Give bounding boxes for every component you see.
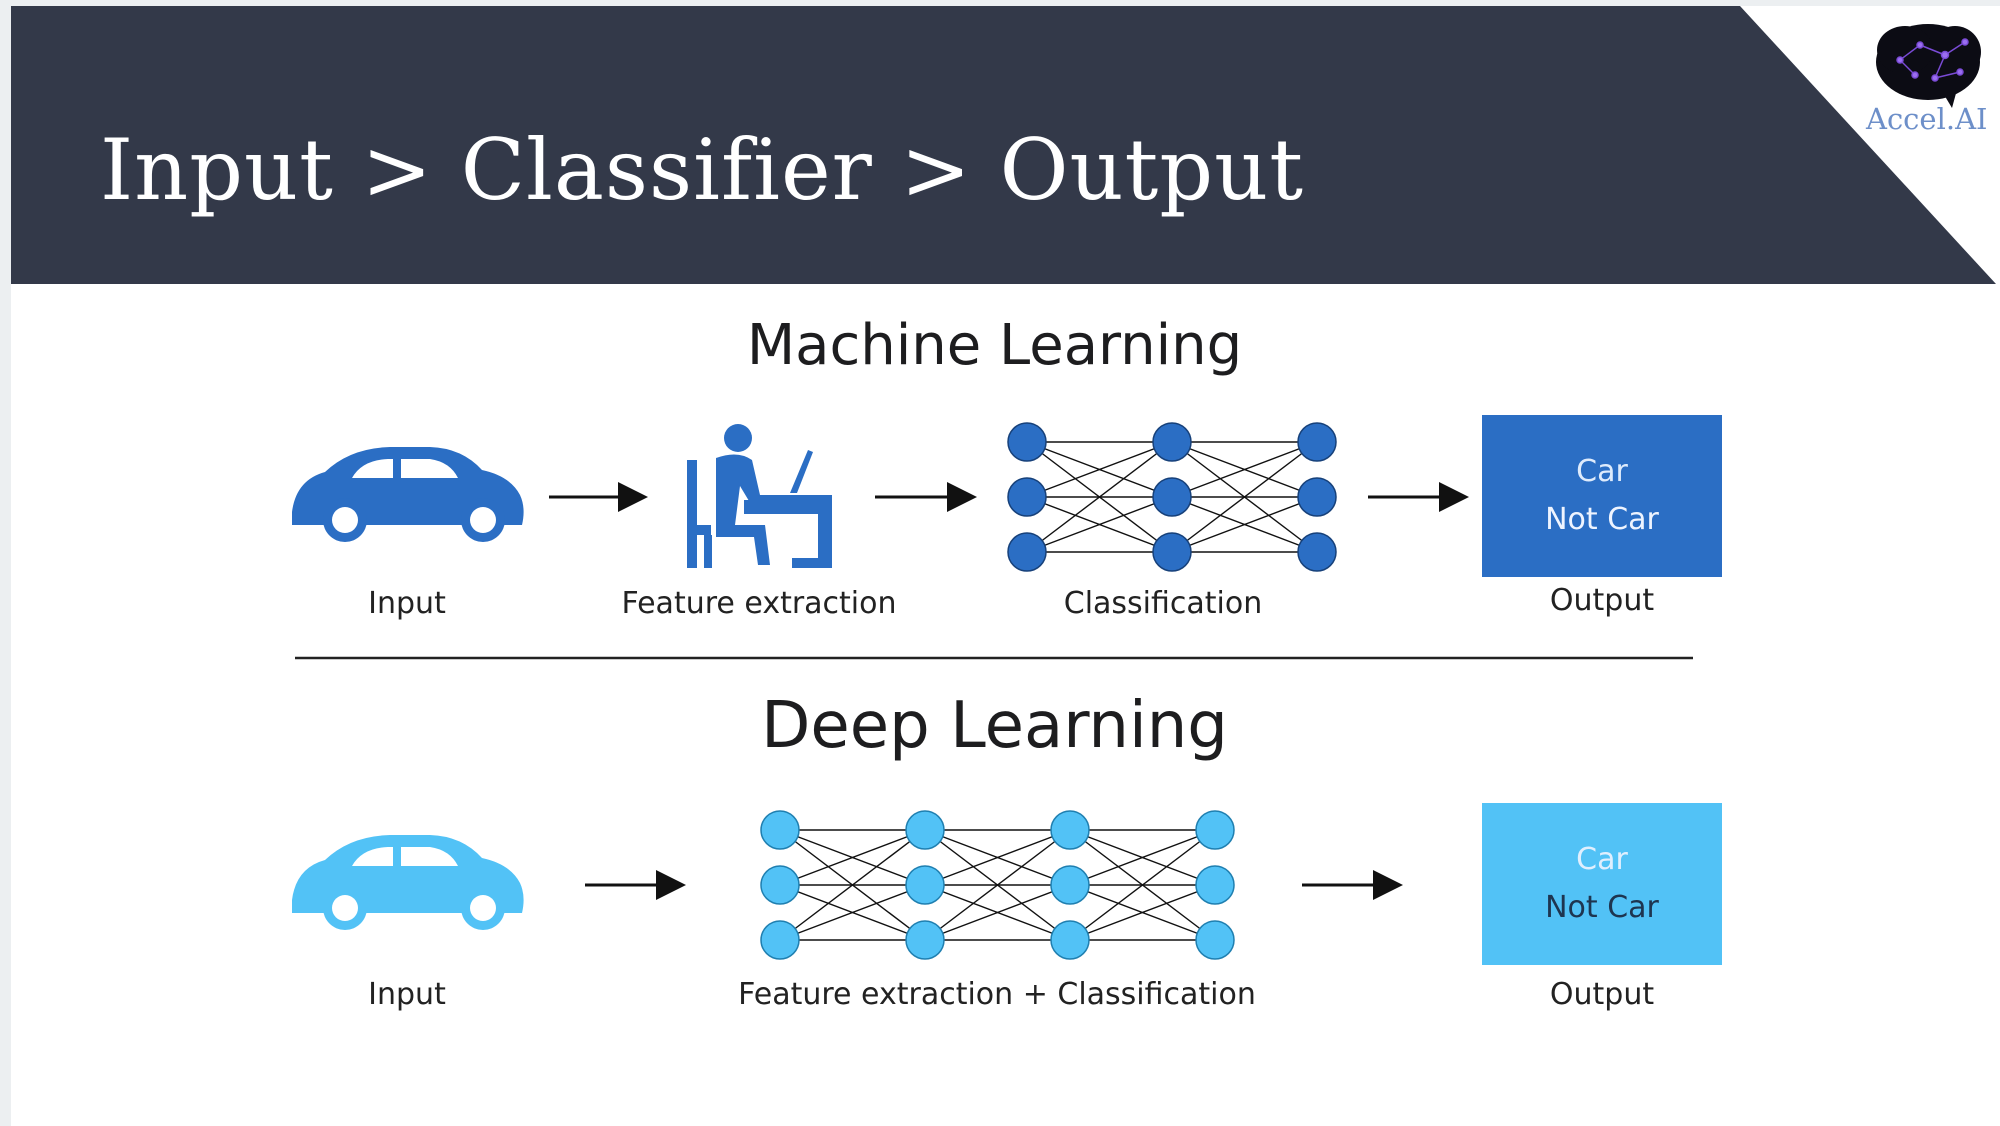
ml-output-box: Car Not Car [1482,415,1722,577]
ml-heading: Machine Learning [746,313,1243,378]
ml-output-car: Car [1576,454,1628,489]
dl-output-box: Car Not Car [1482,803,1722,965]
dl-heading: Deep Learning [761,689,1228,763]
logo-text: Accel.AI [1866,102,1988,136]
dl-combined-label: Feature extraction + Classification [738,977,1256,1012]
ml-neural-network [1026,441,1318,553]
dl-input-label: Input [368,977,446,1012]
ml-output-label: Output [1549,583,1655,618]
ml-output-notcar: Not Car [1545,502,1659,537]
ml-input-label: Input [368,586,446,621]
dl-output-car: Car [1576,842,1628,877]
ml-classification-label: Classification [1063,586,1263,621]
ml-car-icon [292,447,524,542]
ml-feature-label: Feature extraction [621,586,897,621]
dl-car-icon [292,835,524,930]
dl-output-notcar: Not Car [1545,890,1659,925]
dl-neural-network [779,829,1216,941]
person-at-desk-icon [687,424,832,568]
slide-title: Input > Classifier > Output [100,121,1304,219]
dl-output-label: Output [1549,977,1655,1012]
